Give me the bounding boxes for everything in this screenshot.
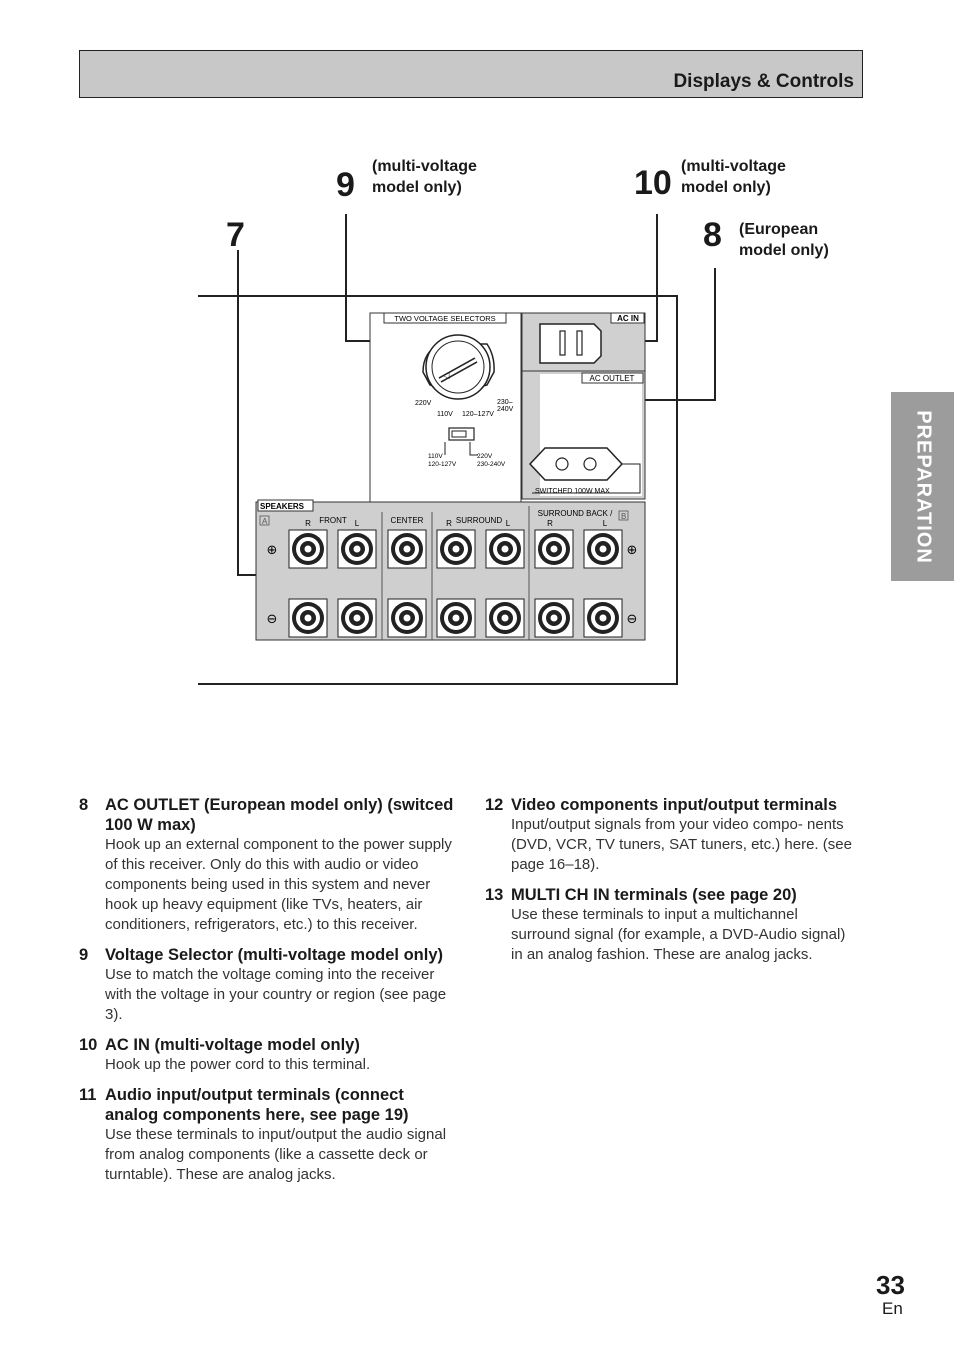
speaker-terminal bbox=[583, 529, 623, 569]
item-title: MULTI CH IN terminals (see page 20) bbox=[511, 886, 797, 904]
item-number: 13 bbox=[485, 886, 504, 904]
speaker-terminal bbox=[485, 529, 525, 569]
center-label: CENTER bbox=[391, 516, 424, 525]
switch-label-230-240v: 230-240V bbox=[477, 461, 506, 468]
switch-label-110v: 110V bbox=[428, 453, 443, 460]
item-body: Input/output signals from your video com… bbox=[511, 816, 852, 873]
speaker-terminal bbox=[288, 598, 328, 638]
dial-label-220v: 220V bbox=[415, 400, 432, 407]
speaker-terminal bbox=[387, 598, 427, 638]
rear-panel-diagram: TWO VOLTAGE SELECTORS ◁ 220V 110V 120–12… bbox=[198, 214, 716, 685]
item-title: AC OUTLET (European model only) (switced… bbox=[105, 796, 454, 834]
item-title: AC IN (multi-voltage model only) bbox=[105, 1036, 360, 1054]
item-title: Audio input/output terminals (connect an… bbox=[105, 1086, 409, 1124]
speakers-label: SPEAKERS bbox=[260, 502, 305, 511]
surround-label: SURROUND bbox=[456, 516, 502, 525]
voltage-dial: ◁ bbox=[422, 334, 495, 400]
speaker-terminal bbox=[534, 598, 574, 638]
item-body: Hook up an external component to the pow… bbox=[105, 836, 452, 933]
left-column: 8 AC OUTLET (European model only) (switce… bbox=[79, 795, 459, 1195]
dial-label-110v: 110V bbox=[437, 411, 453, 418]
item-8: 8 AC OUTLET (European model only) (switce… bbox=[79, 795, 459, 935]
front-label: FRONT bbox=[319, 516, 347, 525]
item-body: Use these terminals to input/output the … bbox=[105, 1126, 447, 1183]
section-title: Displays & Controls bbox=[673, 71, 854, 92]
speaker-terminal bbox=[436, 529, 476, 569]
panel-outline bbox=[198, 295, 678, 685]
front-l-label: L bbox=[355, 519, 360, 528]
section-header-bar: Displays & Controls bbox=[79, 50, 863, 98]
item-number: 8 bbox=[79, 796, 89, 814]
speaker-terminal bbox=[387, 529, 427, 569]
ac-outlet-label: AC OUTLET bbox=[590, 374, 635, 383]
speaker-terminal bbox=[583, 598, 623, 638]
plus-left-icon: ⊕ bbox=[267, 543, 278, 558]
speaker-terminal bbox=[288, 529, 328, 569]
svg-text:◁: ◁ bbox=[443, 370, 450, 380]
dial-label-230-240v: 230–240V bbox=[497, 399, 514, 413]
dial-label-120-127v: 120–127V bbox=[462, 411, 494, 418]
callout-8-number: 8 bbox=[703, 216, 722, 254]
item-number: 9 bbox=[79, 946, 89, 964]
callout-10-number: 10 bbox=[634, 164, 672, 202]
leader-9 bbox=[345, 214, 380, 342]
surround-l-label: L bbox=[506, 519, 511, 528]
ac-in-label: AC IN bbox=[617, 314, 639, 323]
item-13: 13 MULTI CH IN terminals (see page 20) Us… bbox=[485, 885, 860, 965]
callout-8-note: (European model only) bbox=[739, 221, 829, 259]
item-body: Use to match the voltage coming into the… bbox=[105, 966, 447, 1023]
front-r-label: R bbox=[305, 519, 311, 528]
item-body: Hook up the power cord to this terminal. bbox=[105, 1056, 371, 1073]
surround-back-r-label: R bbox=[547, 519, 553, 528]
callout-10-note: (multi-voltage model only) bbox=[681, 158, 786, 196]
switch-label-120-127v: 120-127V bbox=[428, 461, 457, 468]
page-number: 33 bbox=[876, 1270, 905, 1300]
voltage-slide-switch bbox=[444, 427, 478, 456]
surround-r-label: R bbox=[446, 519, 452, 528]
item-11: 11 Audio input/output terminals (connect … bbox=[79, 1085, 459, 1185]
speaker-terminal bbox=[534, 529, 574, 569]
minus-left-icon: ⊖ bbox=[267, 612, 278, 627]
item-number: 10 bbox=[79, 1036, 98, 1054]
voltage-selectors-label: TWO VOLTAGE SELECTORS bbox=[394, 314, 495, 323]
speaker-terminal bbox=[337, 529, 377, 569]
item-number: 12 bbox=[485, 796, 504, 814]
ac-in-socket bbox=[539, 323, 602, 364]
item-9: 9 Voltage Selector (multi-voltage model o… bbox=[79, 945, 459, 1025]
page-language: En bbox=[882, 1299, 903, 1318]
switch-label-220v: 220V bbox=[477, 453, 493, 460]
surround-back-label: SURROUND BACK / bbox=[538, 509, 613, 518]
item-title: Video components input/output terminals bbox=[511, 796, 838, 814]
switched-label: SWITCHED 100W MAX bbox=[535, 488, 610, 495]
item-12: 12 Video components input/output terminal… bbox=[485, 795, 860, 875]
surround-back-l-label: L bbox=[603, 519, 608, 528]
callout-9-number: 9 bbox=[336, 166, 355, 204]
callout-7-number: 7 bbox=[226, 216, 245, 254]
item-body: Use these terminals to input a multichan… bbox=[511, 906, 846, 963]
side-tab: PREPARATION bbox=[891, 392, 954, 581]
item-number: 11 bbox=[79, 1086, 97, 1104]
plus-right-icon: ⊕ bbox=[627, 543, 638, 558]
item-10: 10 AC IN (multi-voltage model only) Hook … bbox=[79, 1035, 459, 1075]
speakers-b-label: B bbox=[621, 512, 626, 521]
speaker-terminal bbox=[337, 598, 377, 638]
item-title: Voltage Selector (multi-voltage model on… bbox=[105, 946, 443, 964]
speakers-a-label: A bbox=[262, 517, 268, 526]
minus-right-icon: ⊖ bbox=[627, 612, 638, 627]
right-column: 12 Video components input/output terminal… bbox=[485, 795, 860, 975]
speaker-terminal bbox=[485, 598, 525, 638]
ac-outlet-socket bbox=[528, 447, 624, 481]
leader-8 bbox=[633, 268, 716, 401]
speaker-terminal bbox=[436, 598, 476, 638]
callout-9-note: (multi-voltage model only) bbox=[372, 158, 477, 196]
